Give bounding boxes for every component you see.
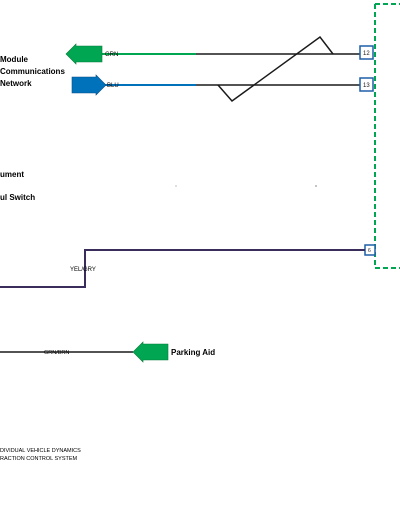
parking-aid-connector-arrow[interactable] xyxy=(132,341,169,363)
module-label-line2: Communications xyxy=(0,67,65,76)
pin-label-6: 6 xyxy=(368,248,371,254)
pin-13-box xyxy=(359,77,374,92)
pin-label-13: 13 xyxy=(363,83,370,89)
twisted-pair-marker xyxy=(217,35,334,103)
component-label-ument: ument xyxy=(0,170,24,179)
footnote-line1: DIVIDUAL VEHICLE DYNAMICS xyxy=(0,448,81,454)
wire-label-yel-gry: YEL/GRY xyxy=(70,267,96,273)
green-connector-arrow[interactable] xyxy=(65,43,103,65)
module-label-line1: Module xyxy=(0,55,29,64)
blue-connector-arrow[interactable] xyxy=(71,74,107,96)
module-label-line3: Network xyxy=(0,79,32,88)
stray-dot xyxy=(315,185,317,187)
pin-label-12: 12 xyxy=(363,51,370,57)
stray-dot xyxy=(175,185,177,187)
pin-12-box xyxy=(359,45,374,60)
wire-label-blu: BLU xyxy=(107,83,119,89)
parking-aid-label: Parking Aid xyxy=(171,348,215,357)
footnote-line2: RACTION CONTROL SYSTEM xyxy=(0,456,78,462)
module-border-dashed xyxy=(374,3,400,269)
component-label-switch: ul Switch xyxy=(0,193,35,202)
wire-label-grn: GRN xyxy=(105,52,118,58)
wire-yel-gry xyxy=(0,249,365,288)
wire-label-grn-brn: GRN/BRN xyxy=(44,350,69,356)
